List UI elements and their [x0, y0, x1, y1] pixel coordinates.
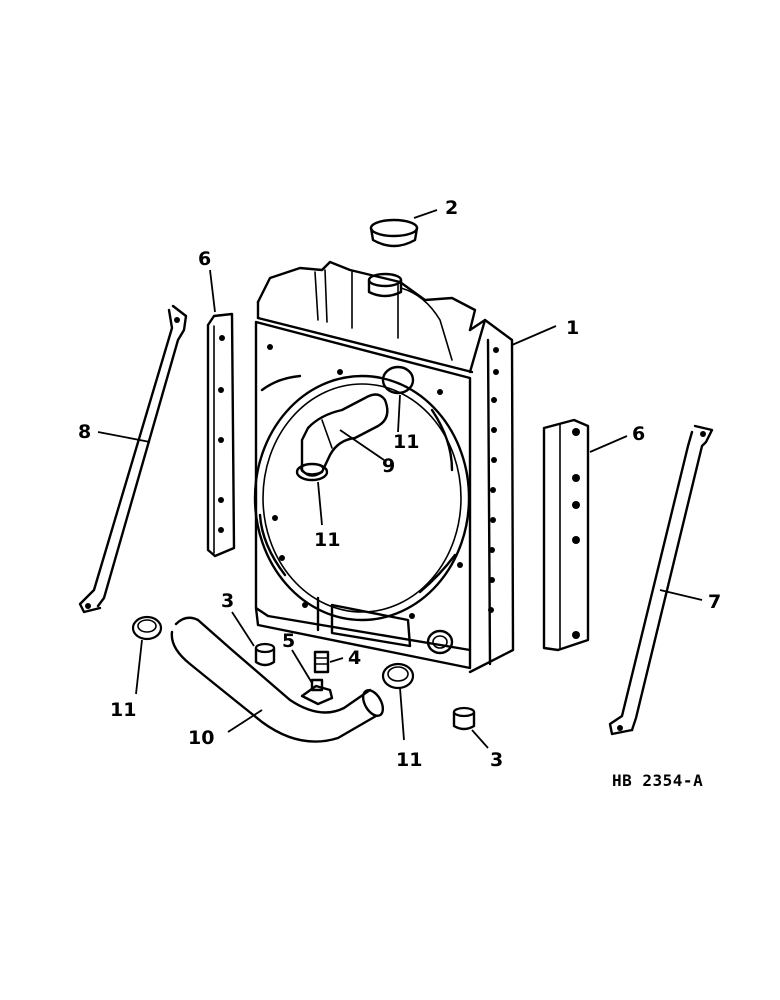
callout-6-left: 6 [198, 248, 211, 270]
support-rod-right [608, 424, 714, 736]
callout-4: 4 [348, 647, 361, 669]
lower-hose [170, 616, 385, 743]
callout-5: 5 [282, 630, 295, 652]
callout-6-right: 6 [632, 423, 645, 445]
fitting-upper [254, 642, 276, 667]
callout-9: 9 [382, 455, 395, 477]
fitting-lower [452, 706, 476, 731]
callout-3-lower: 3 [490, 749, 503, 771]
callout-labels: 1 2 3 3 4 5 6 6 7 8 9 10 11 11 11 11 [78, 197, 721, 771]
callout-11-left: 11 [110, 699, 136, 721]
drawing-reference-code: HB 2354-A [612, 771, 703, 790]
callout-2: 2 [445, 197, 458, 219]
callout-11-upper: 11 [393, 431, 419, 453]
callout-3-upper: 3 [221, 590, 234, 612]
radiator-assembly [253, 260, 515, 674]
callout-8: 8 [78, 421, 91, 443]
support-rod-left [78, 304, 188, 614]
callout-1: 1 [566, 317, 579, 339]
callout-11-lower: 11 [396, 749, 422, 771]
hose-clamp-lower [381, 662, 415, 690]
leader-lines [97, 209, 703, 749]
callout-11-inner: 11 [314, 529, 340, 551]
drain-cock [313, 650, 330, 674]
bracket-right [542, 418, 590, 652]
hose-clamp-left [131, 615, 163, 641]
drain-valve [300, 678, 334, 706]
radiator-cap [369, 218, 419, 248]
callout-10: 10 [188, 727, 214, 749]
callout-7: 7 [708, 591, 721, 613]
bracket-left [206, 312, 236, 558]
